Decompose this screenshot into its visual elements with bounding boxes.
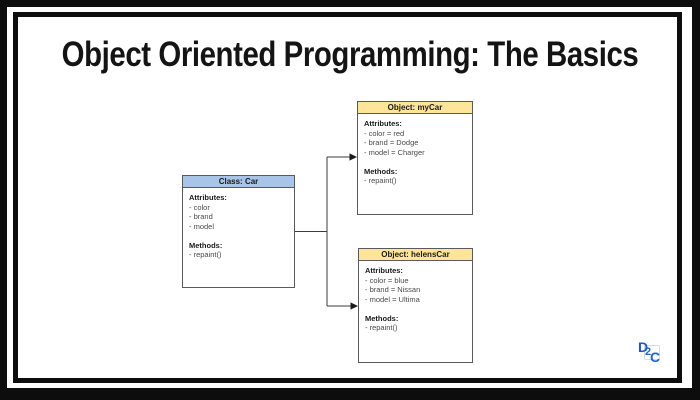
attribute-item: - color = blue xyxy=(365,275,409,285)
attributes-label: Attributes: xyxy=(365,266,403,275)
attribute-item: - brand xyxy=(189,212,213,221)
page-title: Object Oriented Programming: The Basics xyxy=(61,35,639,74)
methods-label: Methods: xyxy=(364,166,398,176)
method-item: - repaint() xyxy=(189,250,222,259)
object-helenscar-body: Attributes: - color = blue - brand = Nis… xyxy=(359,261,472,333)
logo-letter-d: D xyxy=(638,339,649,355)
object-mycar-header: Object: myCar xyxy=(358,102,472,114)
logo-letter-2: 2 xyxy=(645,346,652,358)
attribute-item: - brand = Dodge xyxy=(364,138,419,147)
arrowhead-top-icon xyxy=(349,153,357,161)
attribute-item: - color = red xyxy=(364,128,405,138)
attribute-item: - brand = Nissan xyxy=(365,285,421,294)
d2c-logo: D 2 C xyxy=(637,339,665,367)
logo-frame-icon xyxy=(644,345,660,360)
class-car-box: Class: Car Attributes: - color - brand -… xyxy=(182,175,295,288)
object-mycar-body: Attributes: - color = red - brand = Dodg… xyxy=(358,114,472,186)
object-mycar-box: Object: myCar Attributes: - color = red … xyxy=(357,101,473,215)
attribute-item: - model = Ultima xyxy=(365,294,420,304)
object-helenscar-box: Object: helensCar Attributes: - color = … xyxy=(358,248,473,363)
attribute-item: - model = Charger xyxy=(364,147,425,157)
methods-label: Methods: xyxy=(365,313,399,323)
class-car-header: Class: Car xyxy=(183,176,294,188)
method-item: - repaint() xyxy=(364,176,397,185)
spacer xyxy=(365,304,467,314)
class-car-body: Attributes: - color - brand - model Meth… xyxy=(183,188,294,260)
spacer xyxy=(189,231,289,241)
attribute-item: - color xyxy=(189,202,210,212)
arrowhead-bottom-icon xyxy=(350,302,358,310)
method-item: - repaint() xyxy=(365,323,398,332)
spacer xyxy=(364,157,467,167)
attributes-label: Attributes: xyxy=(364,119,402,128)
methods-label: Methods: xyxy=(189,240,223,250)
attributes-label: Attributes: xyxy=(189,193,227,202)
object-helenscar-header: Object: helensCar xyxy=(359,249,472,261)
attribute-item: - model xyxy=(189,221,215,231)
logo-letter-c: C xyxy=(650,349,661,365)
